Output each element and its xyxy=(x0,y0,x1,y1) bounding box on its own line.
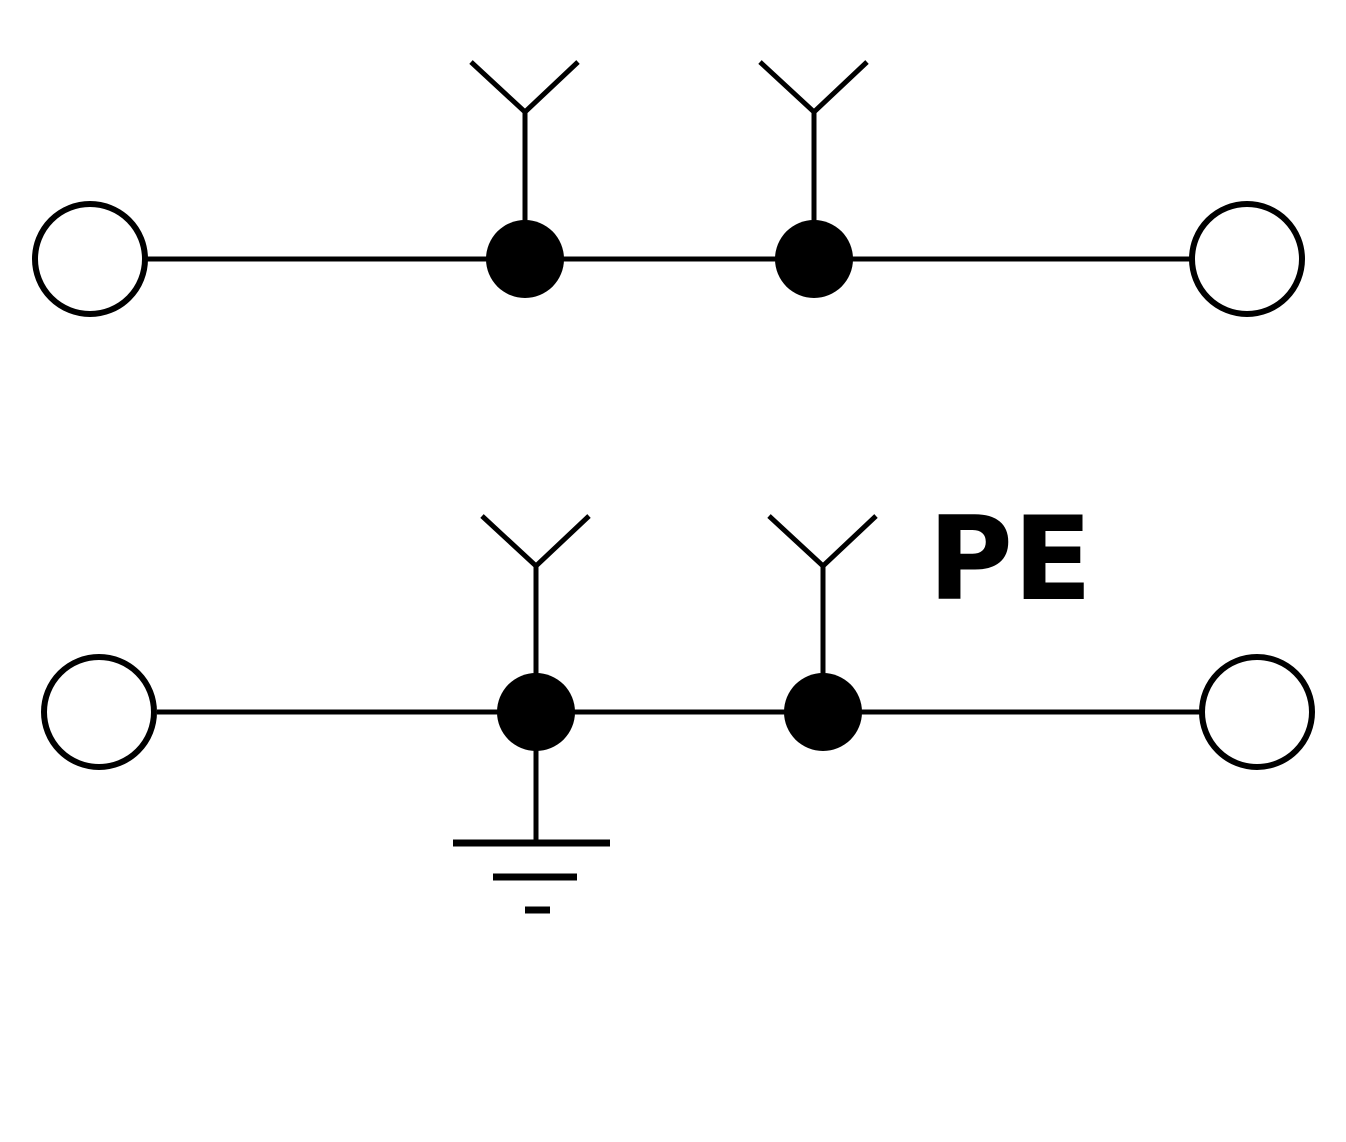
ground-icon xyxy=(453,712,610,914)
plug-connector-icon xyxy=(480,514,591,570)
bottom-terminal-row xyxy=(41,514,1315,914)
top-junction-2 xyxy=(775,220,853,298)
bottom-right-terminal xyxy=(1199,654,1315,770)
plug-connector-icon xyxy=(469,60,580,116)
plug-connector-icon xyxy=(767,514,878,570)
bottom-left-terminal xyxy=(41,654,157,770)
pe-label: PE xyxy=(928,492,1092,627)
top-right-terminal xyxy=(1189,201,1305,317)
top-left-terminal xyxy=(32,201,148,317)
top-junction-1 xyxy=(486,220,564,298)
bottom-junction-2 xyxy=(784,673,862,751)
plug-connector-icon xyxy=(758,60,869,116)
top-terminal-row xyxy=(32,60,1305,317)
